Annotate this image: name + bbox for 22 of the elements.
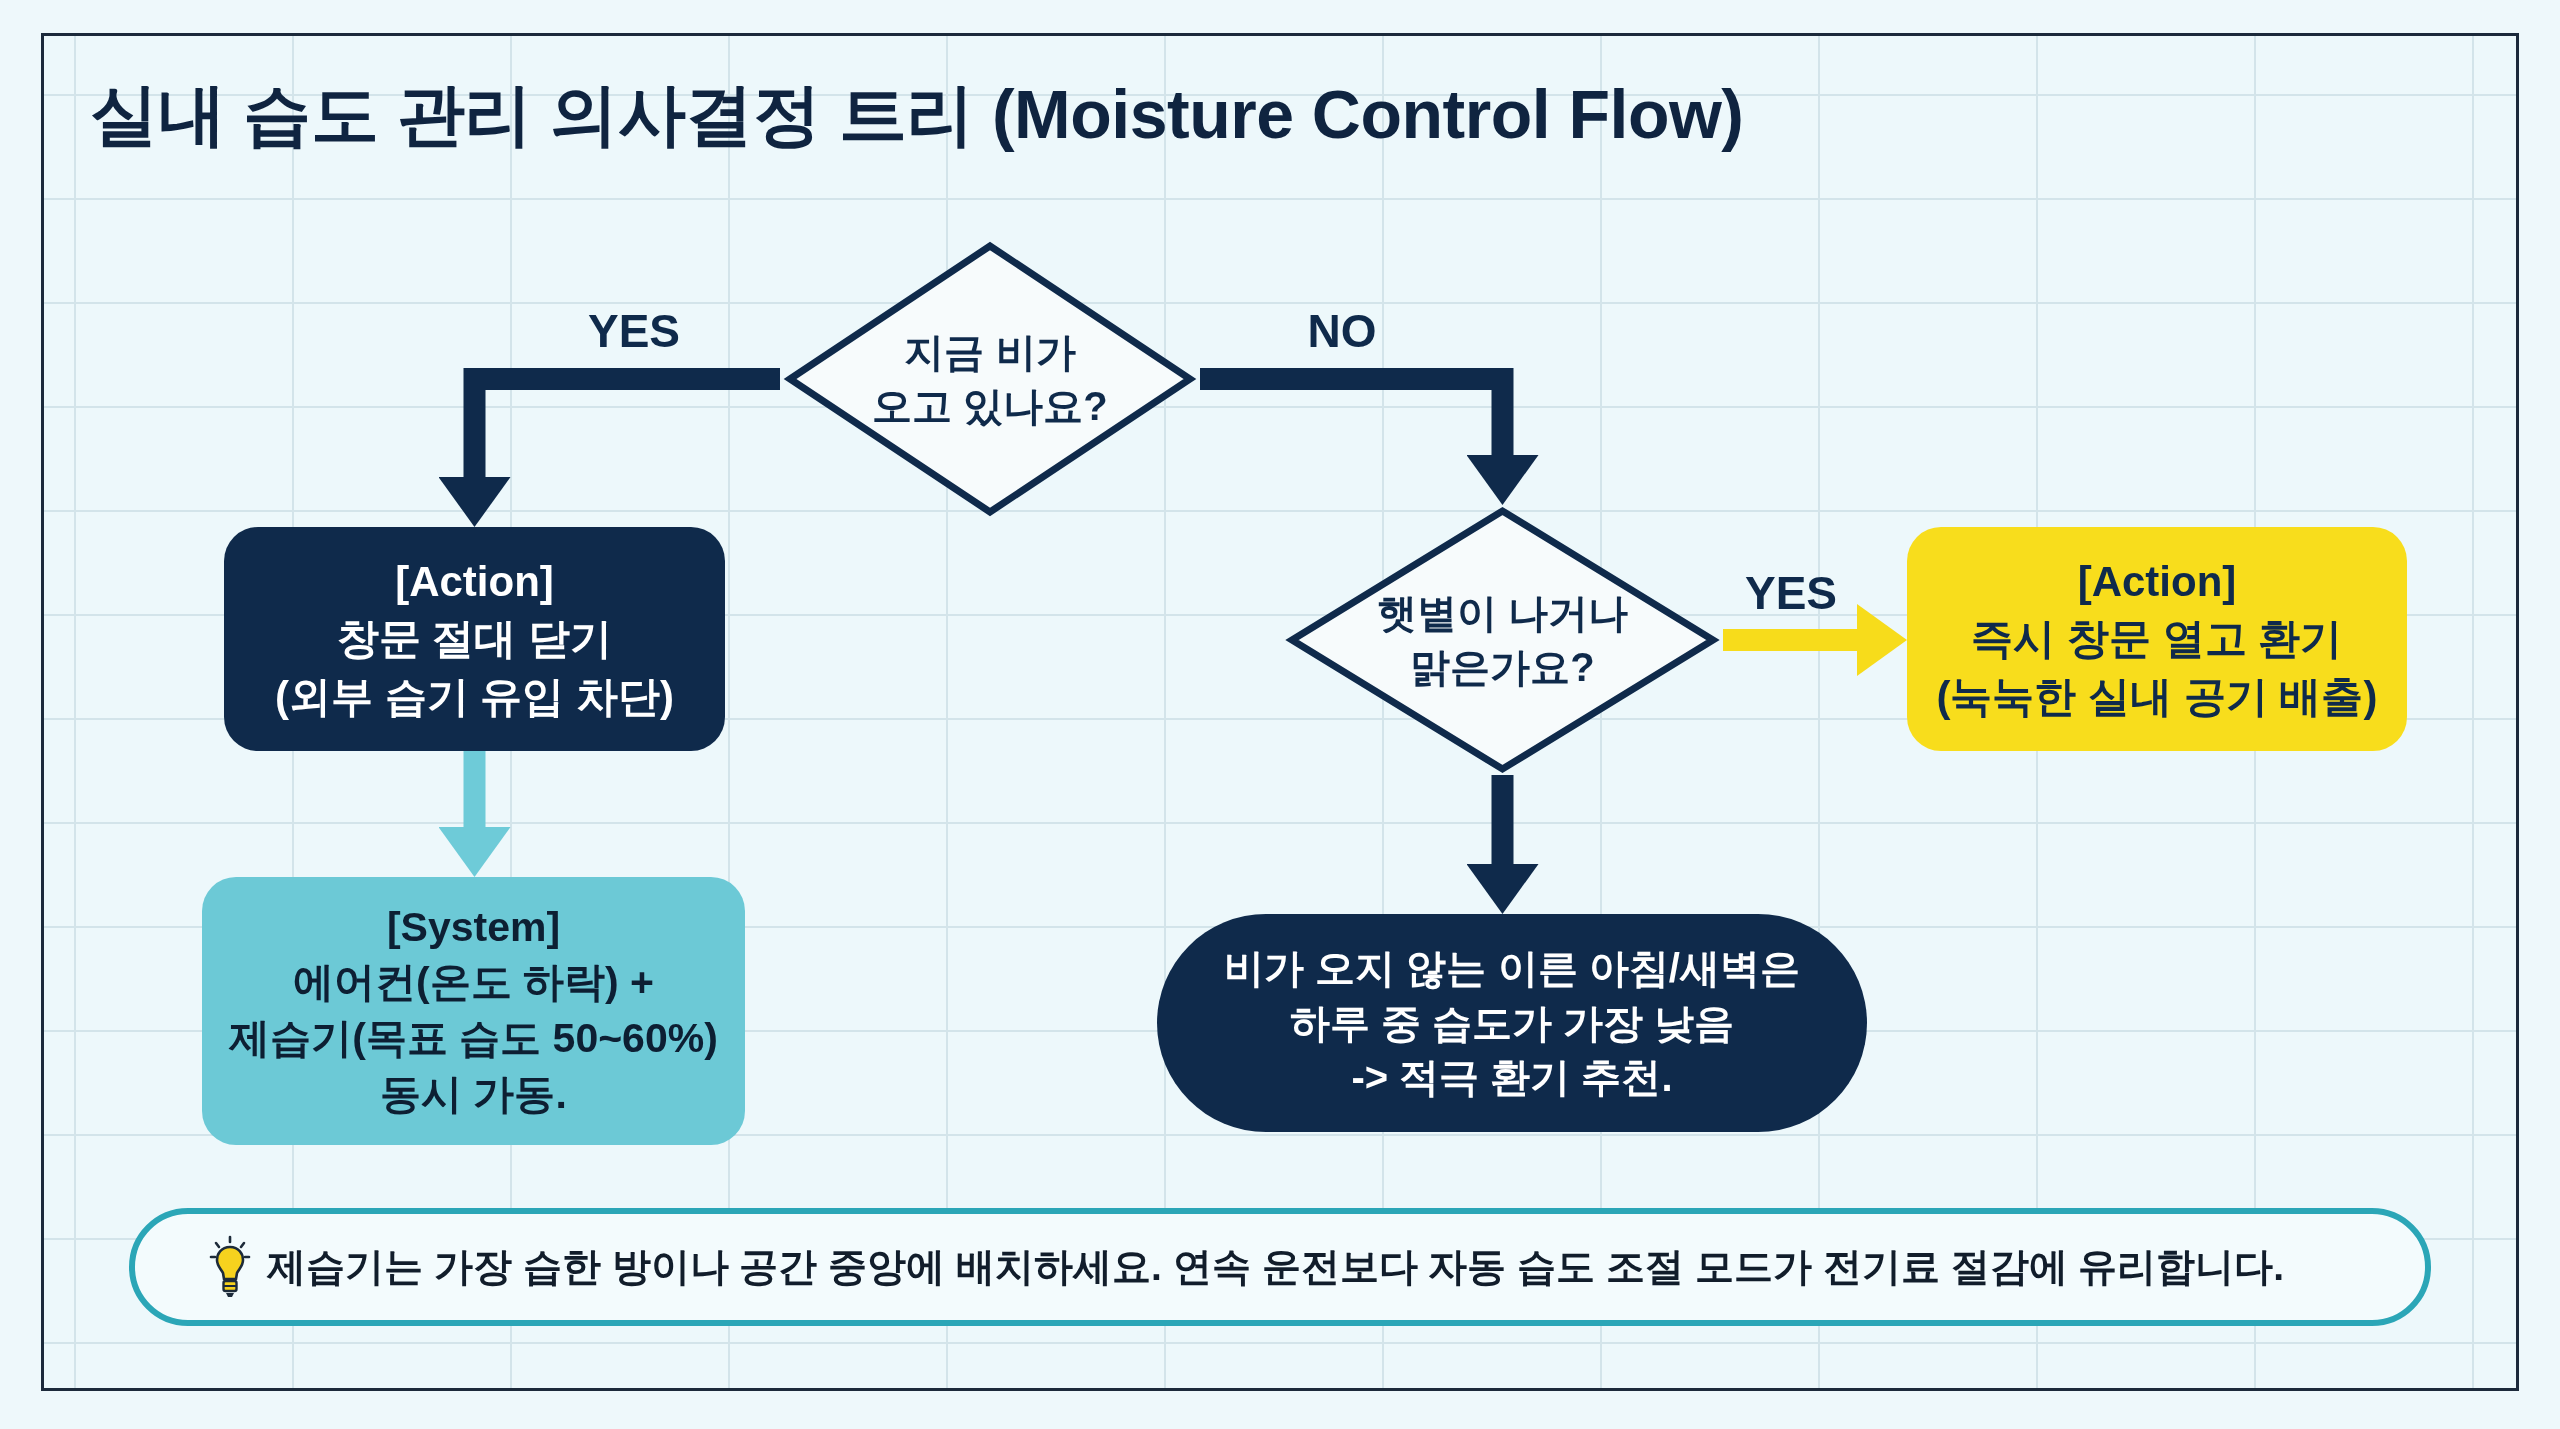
box-text: 에어컨(온도 하락) + 제습기(목표 습도 50~60%) 동시 가동. [229,958,718,1119]
question-text: 지금 비가 오고 있나요? [872,328,1108,430]
system-box [202,877,745,1145]
arrow [438,368,780,527]
box-heading: [Action] [2077,557,2237,608]
box-heading: [System] [386,902,561,952]
result-text: 비가 오지 않는 이른 아침/새벽은 하루 중 습도가 가장 낮음 -> 적극 환기 추천. [1224,945,1800,1102]
arrow [1200,368,1539,505]
box-text: 즉시 창문 열고 환기 (눅눅한 실내 공기 배출) [1936,614,2378,722]
arrow [1723,604,1907,676]
edge-label: YES [588,305,680,357]
arrow [438,751,511,877]
tip-text: 제습기는 가장 습한 방이나 공간 중앙에 배치하세요. 연속 운전보다 자동 습도 조절 모드가 전기료 절감에 유리합니다. [267,1244,2285,1291]
action-box [224,527,725,751]
box-text: 창문 절대 닫기 (외부 습기 유입 차단) [275,614,674,722]
edge-label: NO [1307,305,1377,357]
arrow [1466,775,1539,914]
action-box [1907,527,2407,751]
box-heading: [Action] [395,557,554,608]
edge-label: YES [1745,567,1837,619]
diagram-title: 실내 습도 관리 의사결정 트리 (Moisture Control Flow) [90,75,1744,154]
question-text: 햇볕이 나거나 맑은가요? [1376,589,1629,691]
